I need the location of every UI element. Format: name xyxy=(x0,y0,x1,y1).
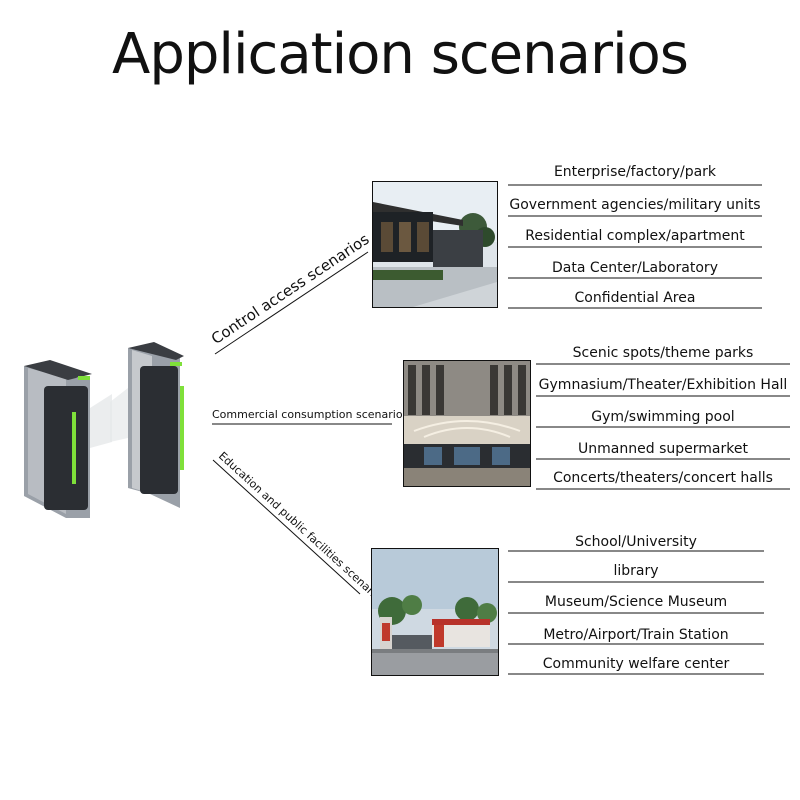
item-education-3: Museum/Science Museum xyxy=(544,594,728,610)
branch-line-control xyxy=(214,251,369,355)
underlines-control xyxy=(508,184,762,309)
item-commercial-4: Unmanned supermarket xyxy=(578,441,748,457)
branch-line-education xyxy=(212,459,361,595)
item-commercial-5: Concerts/theaters/concert halls xyxy=(553,470,773,486)
photo-school-gate xyxy=(371,548,499,676)
underlines-education xyxy=(508,550,764,675)
item-commercial-3: Gym/swimming pool xyxy=(591,409,735,425)
item-control-2: Government agencies/military units xyxy=(509,197,761,213)
underlines-commercial xyxy=(536,363,790,490)
item-control-4: Data Center/Laboratory xyxy=(552,260,718,276)
item-commercial-1: Scenic spots/theme parks xyxy=(572,345,754,361)
branch-label-commercial: Commercial consumption scenarios xyxy=(212,408,409,421)
photo-exhibition-hall xyxy=(403,360,531,487)
item-control-5: Confidential Area xyxy=(574,290,696,306)
photo-building-entrance xyxy=(372,181,498,308)
item-education-5: Community welfare center xyxy=(542,656,730,672)
page-title: Application scenarios xyxy=(112,22,689,87)
item-education-4: Metro/Airport/Train Station xyxy=(543,627,729,643)
item-education-1: School/University xyxy=(575,534,697,550)
item-commercial-2: Gymnasium/Theater/Exhibition Hall xyxy=(538,377,788,393)
item-control-3: Residential complex/apartment xyxy=(525,228,745,244)
item-control-1: Enterprise/factory/park xyxy=(553,164,717,180)
item-education-2: library xyxy=(613,563,659,579)
turnstile-gates-illustration xyxy=(24,342,184,518)
